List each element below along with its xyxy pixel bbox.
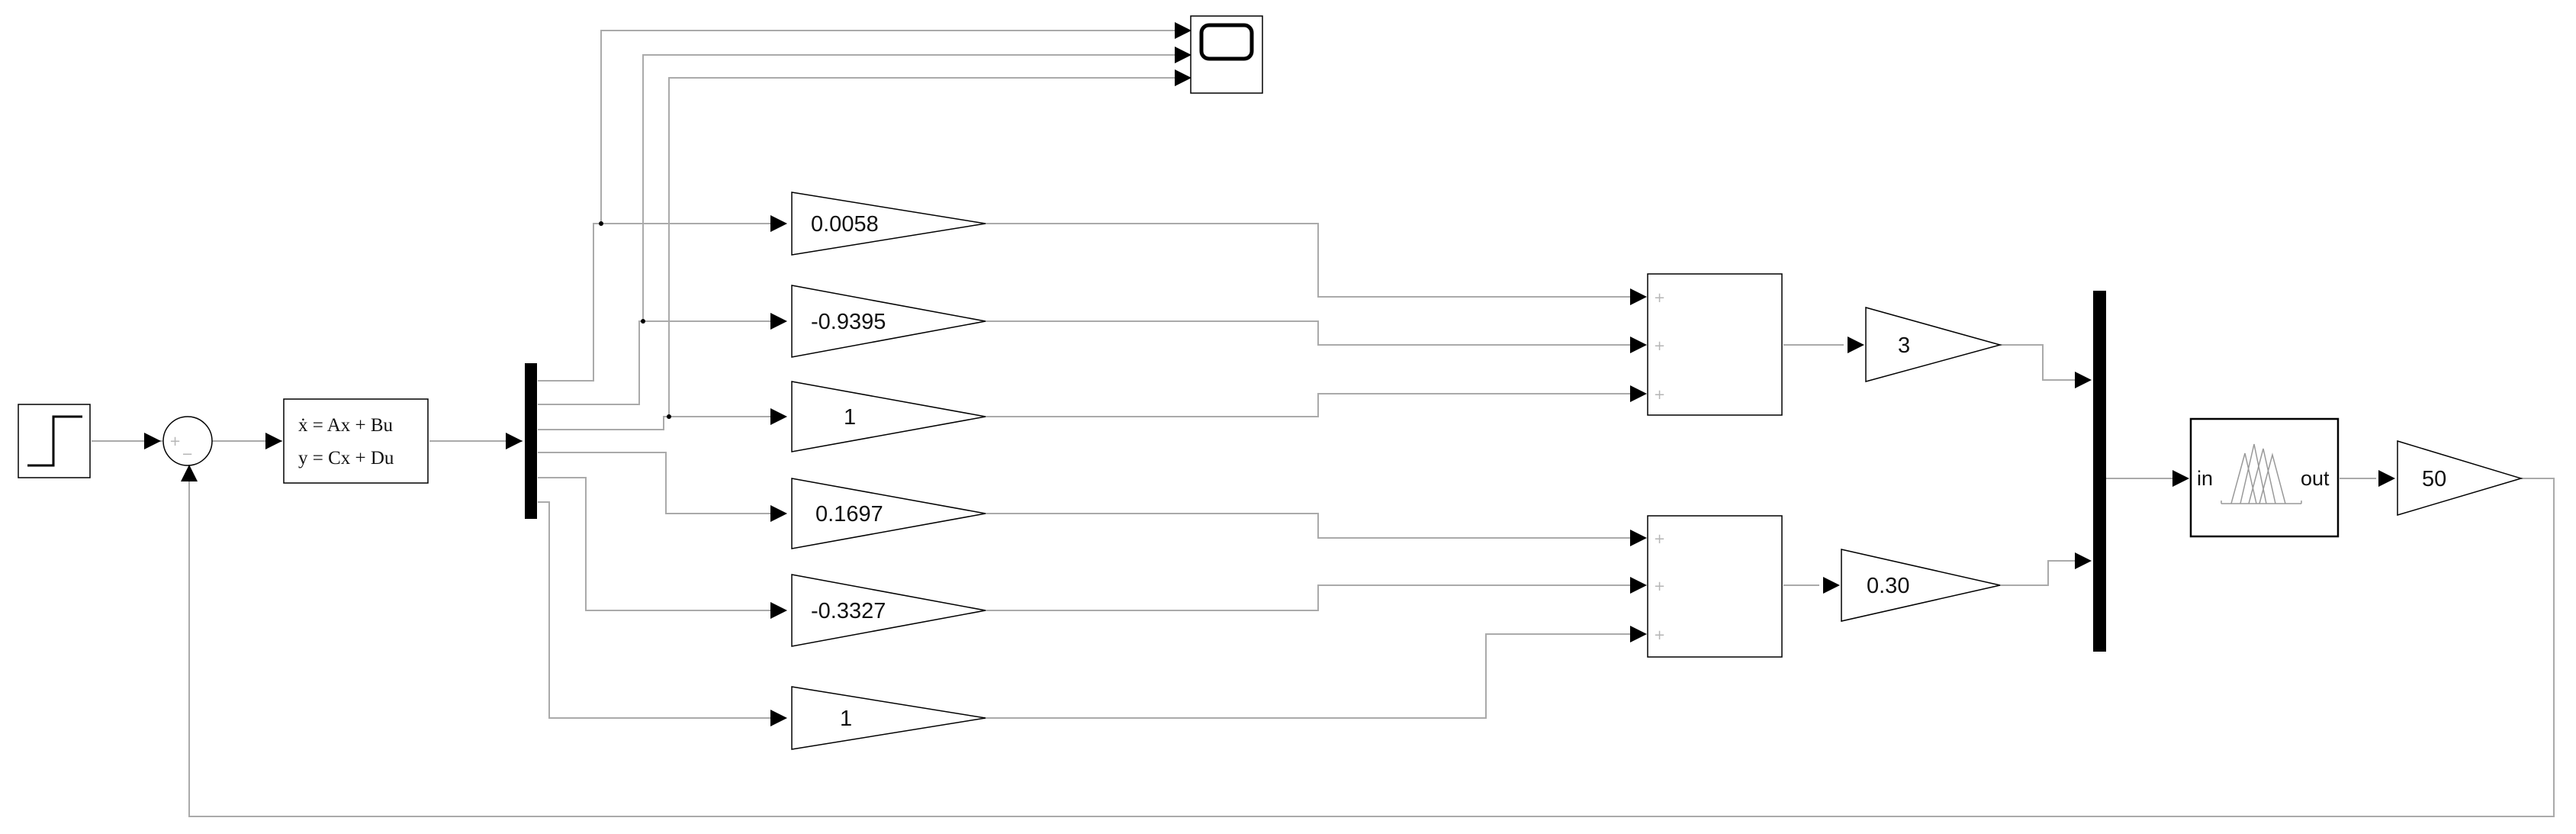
wire-gain4-to-adder2[interactable] — [986, 513, 1635, 539]
sum-minus-sign: − — [182, 446, 193, 462]
arrow-demux-in — [506, 433, 523, 449]
wire-demux-out3[interactable] — [538, 416, 786, 430]
arrow-scope-in3 — [1175, 69, 1192, 86]
gain-5-value: -0.3327 — [811, 599, 886, 623]
arrow-adder2-in1 — [1630, 530, 1647, 546]
wire-gain1-to-adder1[interactable] — [986, 223, 1635, 298]
gain-block-2[interactable]: -0.9395 — [791, 285, 986, 358]
state-space-block[interactable]: ẋ = Ax + Bu y = Cx + Du — [283, 398, 429, 484]
arrow-sum-in — [144, 433, 161, 449]
arrow-adder1-in2 — [1630, 336, 1647, 353]
step-block[interactable] — [18, 404, 91, 478]
arrow-adder2-in3 — [1630, 626, 1647, 642]
arrow-gain5-in — [770, 602, 787, 619]
gain-3-value: 1 — [844, 405, 856, 430]
gain-4-value: 0.1697 — [815, 502, 883, 526]
state-space-equation-1: ẋ = Ax + Bu — [298, 415, 394, 436]
wire-gain5-to-adder2[interactable] — [986, 584, 1635, 611]
adder-block-2[interactable]: + + + — [1647, 515, 1783, 658]
wire-feedback[interactable] — [188, 477, 2555, 817]
sum-plus-sign: + — [169, 433, 181, 449]
arrow-sum-feedback — [181, 465, 198, 481]
arrow-gain1-in — [770, 215, 787, 232]
gain-1-value: 0.0058 — [811, 212, 879, 237]
gain-block-5[interactable]: -0.3327 — [791, 574, 986, 647]
arrow-scope-in1 — [1175, 22, 1192, 39]
adder-2-sign-3: + — [1654, 627, 1665, 643]
arrow-adder1-in3 — [1630, 385, 1647, 402]
arrow-gain4-in — [770, 505, 787, 522]
gain-output-value: 50 — [2422, 467, 2446, 491]
gain-6-value: 1 — [840, 707, 852, 731]
arrowheads — [144, 22, 2395, 726]
wire-scope-in2[interactable] — [642, 54, 1181, 321]
arrow-mux-in1 — [2075, 372, 2092, 388]
gain-block-4[interactable]: 0.1697 — [791, 478, 986, 549]
arrow-fuzzy-in — [2172, 470, 2189, 487]
arrow-mux-in2 — [2075, 552, 2092, 569]
fuzzy-in-port-label: in — [2197, 467, 2213, 490]
gain-block-output[interactable]: 50 — [2397, 440, 2523, 517]
branch-dot-2 — [641, 319, 645, 324]
adder-1-sign-3: + — [1654, 387, 1665, 403]
adder-2-sign-2: + — [1654, 578, 1665, 594]
gain-mid-bottom-value: 0.30 — [1867, 574, 1909, 598]
branch-dot-3 — [667, 414, 671, 419]
arrow-gain3-in — [770, 408, 787, 425]
adder-block-1[interactable]: + + + — [1647, 273, 1783, 416]
gain-block-mid-top[interactable]: 3 — [1865, 307, 2002, 382]
wire-scope-in1[interactable] — [600, 30, 1181, 224]
arrow-gain030-in — [1823, 577, 1840, 594]
adder-1-sign-2: + — [1654, 338, 1665, 354]
fuzzy-controller-block[interactable]: in out — [2189, 417, 2340, 538]
wire-gain3-to-adder1[interactable] — [986, 393, 1635, 417]
wire-demux-out1[interactable] — [538, 223, 786, 382]
demux-block[interactable] — [525, 363, 537, 519]
state-space-equation-2: y = Cx + Du — [298, 448, 394, 469]
branch-points — [599, 221, 671, 419]
scope-screen-icon — [1199, 23, 1254, 61]
membership-functions-icon — [2221, 443, 2302, 504]
gain-block-3[interactable]: 1 — [791, 381, 986, 452]
gain-block-1[interactable]: 0.0058 — [791, 192, 986, 256]
branch-dot-1 — [599, 221, 603, 226]
wire-scope-in3[interactable] — [668, 77, 1181, 417]
wire-gain6-to-adder2[interactable] — [986, 633, 1635, 719]
adder-2-sign-1: + — [1654, 531, 1665, 547]
mux-block[interactable] — [2093, 291, 2106, 652]
signal-lines — [92, 30, 2555, 817]
arrow-adder1-in1 — [1630, 288, 1647, 305]
arrow-scope-in2 — [1175, 47, 1192, 63]
adder-1-sign-1: + — [1654, 290, 1665, 306]
gain-2-value: -0.9395 — [811, 310, 886, 334]
wire-demux-out6[interactable] — [538, 501, 786, 719]
wire-gain3-to-mux[interactable] — [2000, 344, 2080, 381]
gain-block-mid-bottom[interactable]: 0.30 — [1841, 549, 2001, 622]
wire-gain2-to-adder1[interactable] — [986, 320, 1635, 346]
gain-mid-top-value: 3 — [1898, 333, 1910, 358]
wire-demux-out2[interactable] — [538, 320, 786, 405]
arrow-gain6-in — [770, 710, 787, 726]
arrow-gain2-in — [770, 313, 787, 330]
arrow-adder2-in2 — [1630, 577, 1647, 594]
arrow-gain3block-in — [1848, 336, 1864, 353]
wire-demux-out4[interactable] — [538, 452, 786, 514]
wire-demux-out5[interactable] — [538, 477, 786, 611]
arrow-gain50-in — [2378, 470, 2395, 487]
sum-block[interactable]: + − — [162, 416, 213, 466]
gain-block-6[interactable]: 1 — [791, 686, 986, 750]
scope-block[interactable] — [1190, 15, 1263, 94]
step-icon — [27, 415, 82, 467]
wire-gain030-to-mux[interactable] — [2000, 560, 2080, 586]
fuzzy-out-port-label: out — [2301, 467, 2330, 490]
arrow-statespace-in — [265, 433, 282, 449]
